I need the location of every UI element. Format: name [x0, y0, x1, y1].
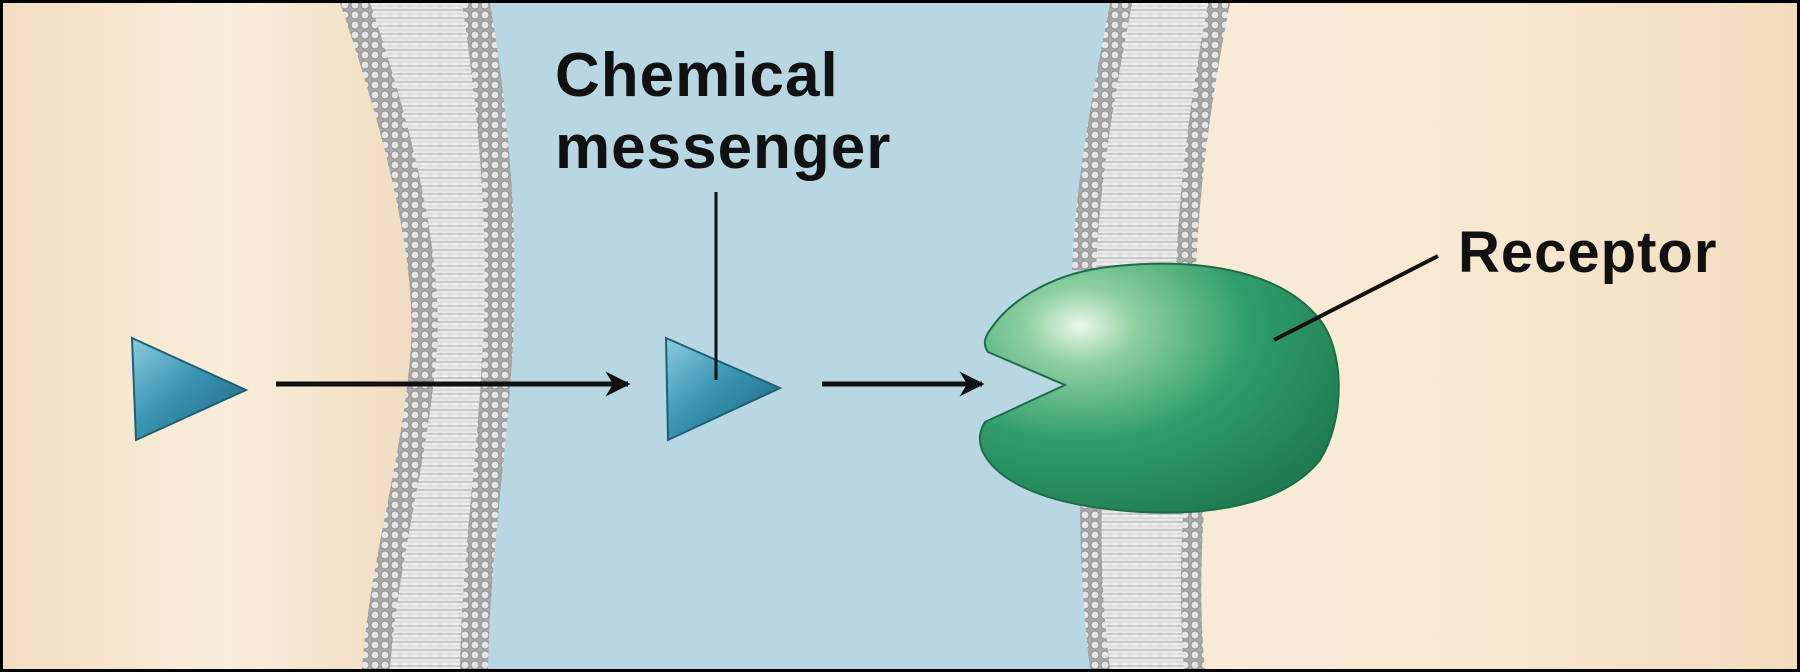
messenger-label-line-1: Chemical [555, 41, 839, 110]
postsynaptic-cell [1084, 3, 1797, 669]
postsynaptic-membrane-top [1072, 3, 1230, 270]
messenger-label-line-2: messenger [555, 113, 892, 182]
presynaptic-membrane [340, 3, 515, 669]
postsynaptic-membrane-bottom [1080, 500, 1205, 669]
receptor-label: Receptor [1458, 220, 1718, 285]
messenger-molecule-in-cleft [664, 336, 783, 442]
messenger-molecule-released [130, 336, 249, 442]
messenger-label: Chemical messenger [555, 40, 891, 184]
receptor-leader-line [1273, 254, 1439, 342]
presynaptic-cell [3, 3, 412, 669]
receptor-shape [978, 262, 1340, 514]
